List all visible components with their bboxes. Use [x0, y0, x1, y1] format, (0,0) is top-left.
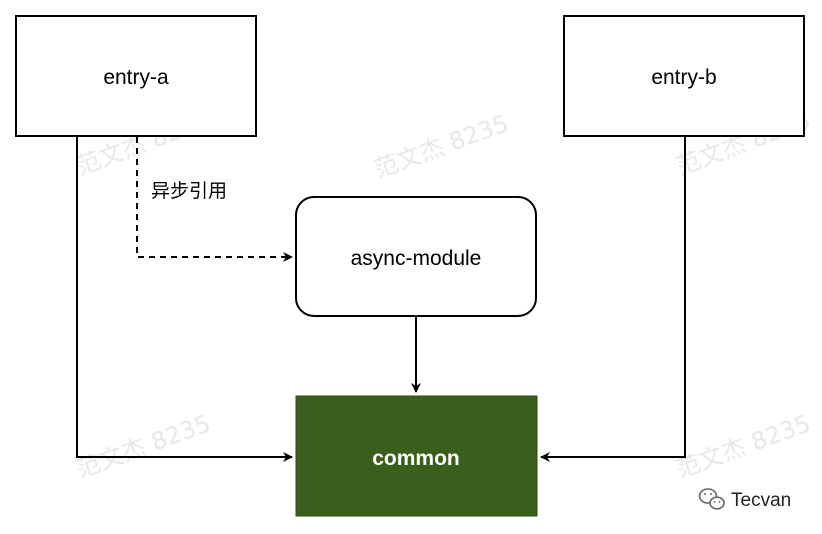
brand-name: Tecvan [731, 490, 791, 511]
node-entry-b-label: entry-b [651, 66, 716, 89]
node-common-box [295, 395, 538, 517]
edge-layer [76, 137, 686, 462]
node-entry-a-label: entry-a [103, 66, 169, 89]
node-entry-a: entry-a [15, 15, 257, 137]
edge-entry-b-to-common [540, 137, 686, 462]
node-common-label: common [372, 447, 460, 470]
edge-entry-a-to-common [76, 137, 293, 462]
node-async-module-label: async-module [351, 247, 482, 270]
watermark-text: 范文杰 8235 [672, 409, 814, 483]
brand-watermark: Tecvan [698, 488, 791, 511]
wechat-icon [698, 488, 725, 510]
watermark-text: 范文杰 8235 [72, 409, 214, 483]
edge-label-async-reference: 异步引用 [151, 180, 227, 202]
edge-entry-a-to-async-module-dashed [136, 137, 293, 262]
node-entry-b: entry-b [563, 15, 805, 137]
node-async-module: async-module [295, 196, 537, 317]
watermark-text: 范文杰 8235 [370, 109, 512, 183]
node-common: common [295, 395, 538, 517]
